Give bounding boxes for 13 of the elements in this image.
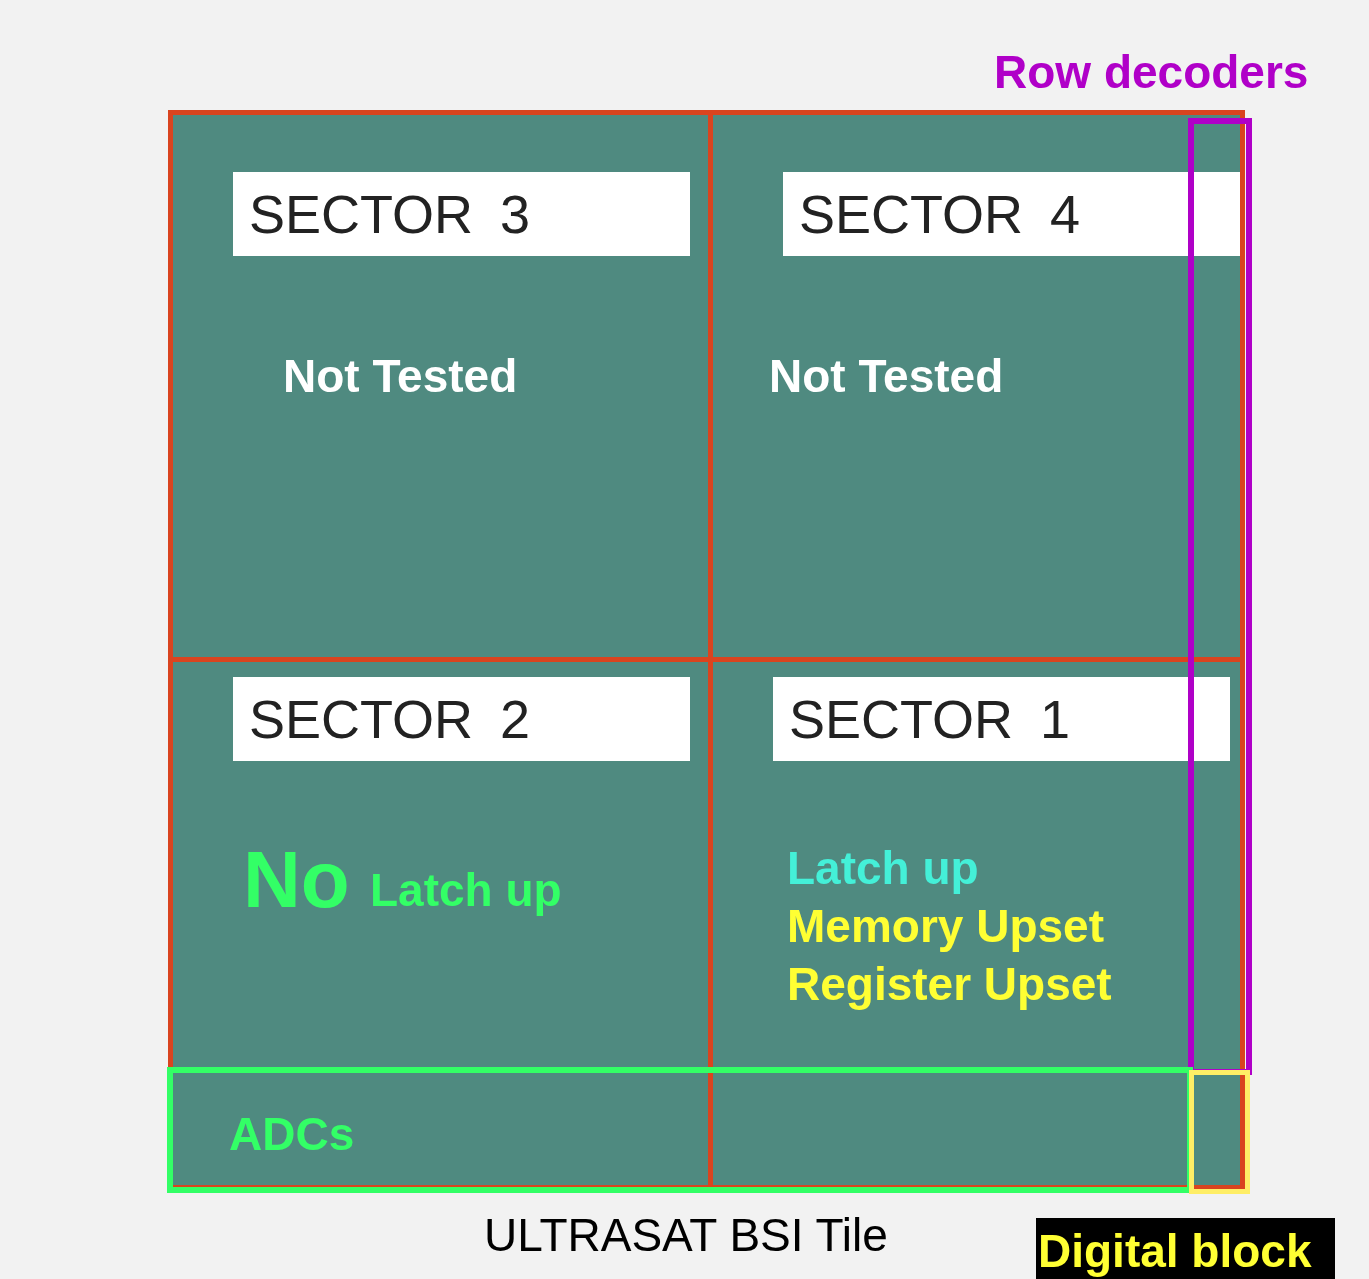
status-text: Not Tested <box>283 353 518 399</box>
status-text: No <box>243 840 350 920</box>
region-label: ADCs <box>229 1111 355 1157</box>
region-label: Row decoders <box>994 49 1309 95</box>
sector-label: SECTOR 4 <box>783 172 1241 256</box>
status-text: Not Tested <box>769 353 1004 399</box>
sector-label: SECTOR 1 <box>773 677 1231 761</box>
sector-label: SECTOR 2 <box>233 677 691 761</box>
caption: ULTRASAT BSI Tile <box>484 1212 888 1258</box>
adc-outline <box>167 1067 1193 1193</box>
region-label: Digital block <box>1036 1218 1336 1279</box>
sector-region <box>173 115 713 662</box>
sector-label: SECTOR 3 <box>233 172 691 256</box>
